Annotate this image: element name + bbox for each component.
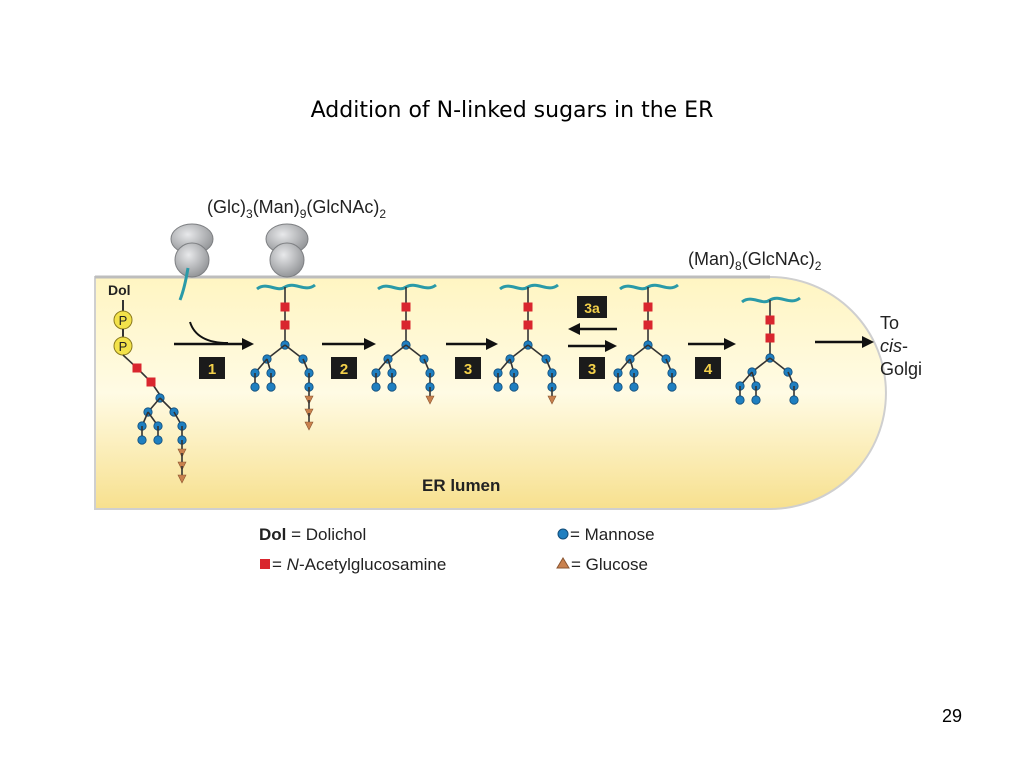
mannose-residue [266, 382, 276, 392]
glcnac-residue [132, 363, 142, 373]
svg-text:3: 3 [588, 361, 596, 378]
ribosome-icon [265, 223, 309, 278]
glucose-triangle-icon [556, 557, 570, 569]
glucose-residue [547, 395, 557, 405]
legend-mannose: = Mannose [570, 525, 655, 544]
glc3-man9-glcnac2-label: (Glc)3(Man)9(GlcNAc)2 [207, 197, 386, 221]
mannose-residue [493, 382, 503, 392]
svg-text:3a: 3a [584, 300, 600, 316]
mannose-residue [735, 395, 745, 405]
glcnac-residue [401, 320, 411, 330]
glcnac-residue [401, 302, 411, 312]
mannose-residue [789, 395, 799, 405]
mannose-circle-icon [557, 528, 569, 540]
ribosome-icon [170, 223, 214, 278]
to-golgi-line1: To [880, 313, 899, 333]
step-3-reverse-badge: 3 [579, 357, 605, 379]
er-lumen-shape [94, 276, 887, 510]
glcnac-residue [643, 302, 653, 312]
svg-text:P: P [119, 339, 128, 354]
mannose-residue [667, 382, 677, 392]
mannose-residue [153, 435, 163, 445]
svg-text:1: 1 [208, 361, 216, 378]
step3-forward-arrow [568, 340, 617, 352]
legend: Dol = Dolichol = N-Acetylglucosamine = M… [259, 525, 655, 574]
man8-glcnac2-label: (Man)8(GlcNAc)2 [688, 249, 822, 273]
nascent-polypeptide [178, 267, 190, 301]
glcnac-residue [280, 320, 290, 330]
phosphate-icon: P [113, 310, 133, 330]
step3-arrow [446, 338, 498, 350]
slide-title: Addition of N-linked sugars in the ER [310, 98, 714, 123]
glucose-residue [177, 474, 187, 484]
to-golgi-arrow [815, 336, 874, 348]
glcnac-residue [523, 302, 533, 312]
step4-arrow [688, 338, 736, 350]
mannose-residue [387, 382, 397, 392]
glcnac-residue [146, 377, 156, 387]
svg-text:P: P [119, 313, 128, 328]
step-3-badge: 3 [455, 357, 481, 379]
step-1-badge: 1 [199, 357, 225, 379]
mannose-residue [371, 382, 381, 392]
glcnac-residue [765, 333, 775, 343]
dolichol-label: Dol [108, 282, 131, 298]
svg-text:3: 3 [464, 361, 472, 378]
legend-glcnac: = N-Acetylglucosamine [272, 555, 446, 574]
mannose-residue [613, 382, 623, 392]
glcnac-residue [280, 302, 290, 312]
svg-text:2: 2 [340, 361, 348, 378]
glucose-residue [425, 395, 435, 405]
step3a-reverse-arrow [568, 323, 617, 335]
step-4-badge: 4 [695, 357, 721, 379]
mannose-residue [250, 382, 260, 392]
step2-arrow [322, 338, 376, 350]
legend-dolichol: Dol = Dolichol [259, 525, 366, 544]
mannose-residue [137, 435, 147, 445]
step-2-badge: 2 [331, 357, 357, 379]
to-golgi-line3: Golgi [880, 359, 922, 379]
page-number: 29 [941, 706, 962, 726]
glcnac-residue [643, 320, 653, 330]
glcnac-residue [523, 320, 533, 330]
step-3a-badge: 3a [577, 296, 607, 318]
mannose-residue [509, 382, 519, 392]
legend-glucose: = Glucose [571, 555, 648, 574]
mannose-residue [751, 395, 761, 405]
glcnac-square-icon [260, 559, 270, 569]
glucose-residue [304, 421, 314, 431]
to-golgi-line2: cis- [880, 336, 908, 356]
svg-text:4: 4 [704, 361, 713, 378]
phosphate-icon: P [113, 336, 133, 356]
glcnac-residue [765, 315, 775, 325]
er-lumen-label: ER lumen [422, 476, 500, 495]
mannose-residue [629, 382, 639, 392]
